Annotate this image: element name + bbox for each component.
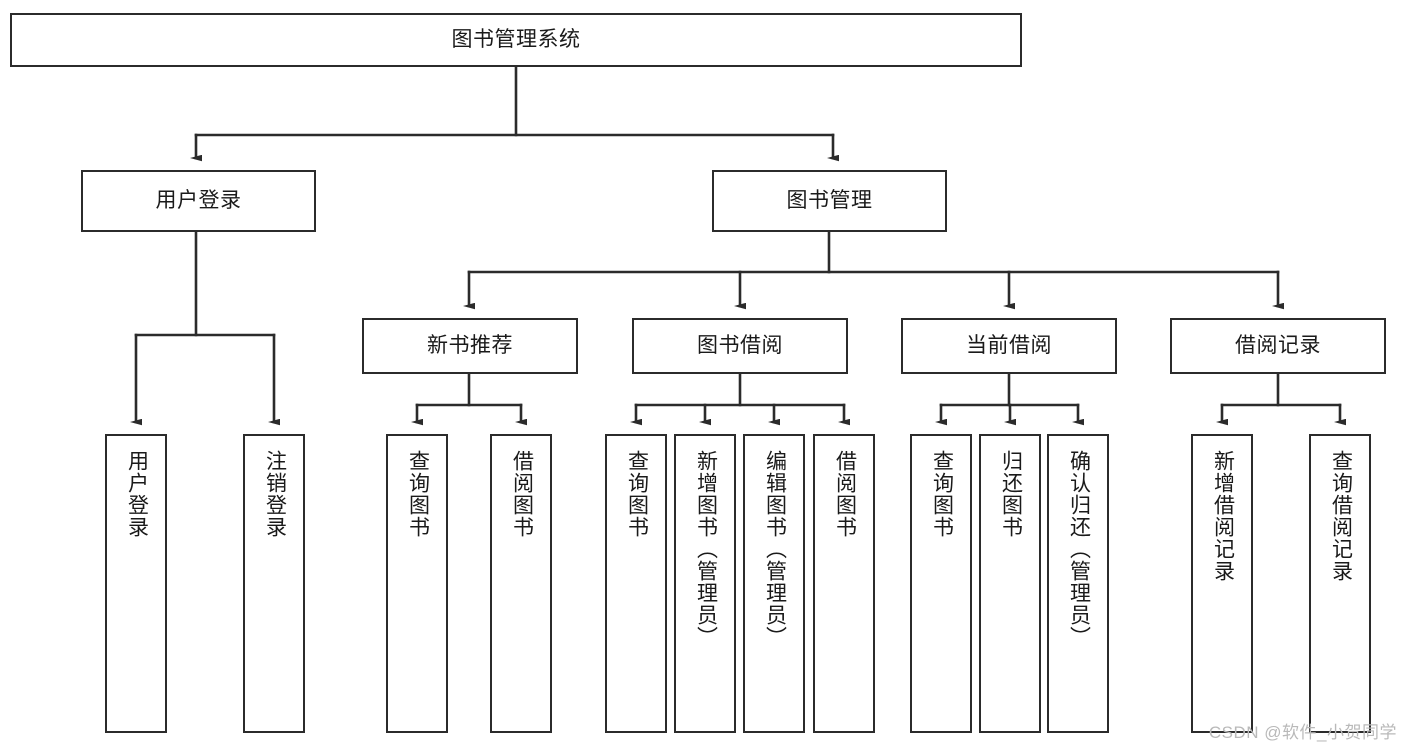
node-borrow-record[interactable]: 借阅记录 [1170, 318, 1386, 374]
leaf-book-borrow-borrow[interactable]: 借阅图书 [813, 434, 875, 733]
node-book-management-label: 图书管理 [786, 189, 873, 213]
leaf-book-borrow-edit[interactable]: 编辑图书（管理员） [743, 434, 805, 733]
leaf-label: 查询图书 [930, 450, 954, 538]
leaf-label: 查询图书 [625, 450, 649, 538]
leaf-new-book-borrow[interactable]: 借阅图书 [490, 434, 552, 733]
leaf-book-borrow-query[interactable]: 查询图书 [605, 434, 667, 733]
leaf-label: 借阅图书 [833, 450, 857, 538]
node-book-management[interactable]: 图书管理 [712, 170, 947, 232]
node-current-borrow[interactable]: 当前借阅 [901, 318, 1117, 374]
leaf-label: 编辑图书（管理员） [763, 450, 787, 648]
leaf-label: 注销登录 [263, 450, 287, 538]
leaf-label: 确认归还（管理员） [1067, 450, 1091, 648]
node-user-login-label: 用户登录 [155, 189, 242, 213]
leaf-label: 新增借阅记录 [1211, 450, 1235, 582]
node-user-login[interactable]: 用户登录 [81, 170, 316, 232]
leaf-label: 借阅图书 [510, 450, 534, 538]
leaf-borrow-record-query[interactable]: 查询借阅记录 [1309, 434, 1371, 733]
leaf-current-borrow-query[interactable]: 查询图书 [910, 434, 972, 733]
leaf-label: 用户登录 [125, 450, 149, 538]
leaf-label: 新增图书（管理员） [694, 450, 718, 648]
leaf-current-borrow-confirm[interactable]: 确认归还（管理员） [1047, 434, 1109, 733]
node-borrow-record-label: 借阅记录 [1235, 334, 1321, 358]
leaf-label: 归还图书 [999, 450, 1023, 538]
node-root[interactable]: 图书管理系统 [10, 13, 1022, 67]
leaf-label: 查询图书 [406, 450, 430, 538]
node-new-book-recommend-label: 新书推荐 [427, 334, 513, 358]
leaf-label: 查询借阅记录 [1329, 450, 1353, 582]
leaf-current-borrow-return[interactable]: 归还图书 [979, 434, 1041, 733]
node-book-borrow[interactable]: 图书借阅 [632, 318, 848, 374]
node-root-label: 图书管理系统 [451, 28, 581, 52]
leaf-user-login-signin[interactable]: 用户登录 [105, 434, 167, 733]
node-new-book-recommend[interactable]: 新书推荐 [362, 318, 578, 374]
leaf-borrow-record-add[interactable]: 新增借阅记录 [1191, 434, 1253, 733]
leaf-user-login-signout[interactable]: 注销登录 [243, 434, 305, 733]
leaf-book-borrow-add[interactable]: 新增图书（管理员） [674, 434, 736, 733]
node-book-borrow-label: 图书借阅 [697, 334, 783, 358]
node-current-borrow-label: 当前借阅 [966, 334, 1052, 358]
leaf-new-book-query[interactable]: 查询图书 [386, 434, 448, 733]
